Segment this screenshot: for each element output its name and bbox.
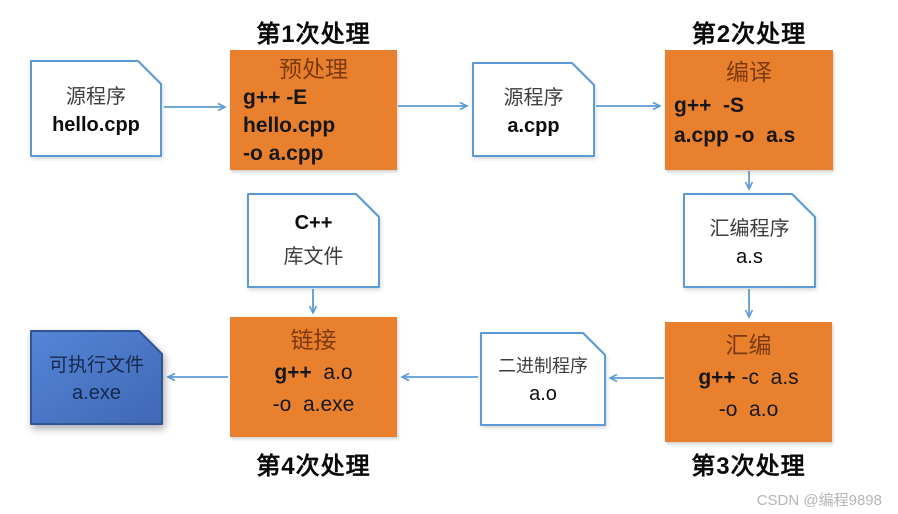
process-box-assemble: 汇编 g++ -c a.s -o a.o [665, 322, 832, 442]
doc-assembly-as: 汇编程序 a.s [683, 193, 816, 288]
compile-cmd-line: g++ -S [674, 94, 745, 117]
doc-binary-ao: 二进制程序 a.o [480, 332, 606, 426]
step2-label: 第2次处理 [691, 21, 807, 48]
link-cmd-line: g++ a.o [274, 361, 353, 384]
assemble-title: 汇编 [725, 332, 772, 358]
process-box-link: 链接 g++ a.o -o a.exe [230, 317, 397, 437]
document-shape [30, 60, 162, 157]
preprocess-title: 预处理 [279, 56, 348, 82]
process-box-compile: 编译 g++ -S a.cpp -o a.s [665, 50, 833, 170]
doc-label: 库文件 [283, 246, 344, 268]
link-title: 链接 [290, 327, 337, 353]
assemble-cmd-line: g++ -c a.s [698, 366, 799, 389]
doc-label: 源程序 [66, 86, 126, 108]
doc-filename: hello.cpp [52, 114, 140, 136]
document-shape [247, 193, 380, 288]
doc-label: 源程序 [503, 87, 564, 109]
assemble-cmd-line: -o a.o [718, 398, 779, 421]
doc-filename: a.o [529, 383, 557, 405]
doc-filename: a.cpp [507, 115, 560, 137]
doc-executable-exe: 可执行文件 a.exe [30, 330, 163, 425]
preprocess-cmd-line: g++ -E [243, 86, 308, 109]
preprocess-cmd-line: -o a.cpp [243, 142, 324, 165]
document-shape [683, 193, 816, 288]
csdn-watermark: CSDN @编程9898 [756, 492, 882, 509]
document-shape [472, 62, 595, 157]
step1-label: 第1次处理 [256, 21, 371, 48]
doc-source-acpp: 源程序 a.cpp [472, 62, 595, 157]
document-shape [480, 332, 606, 426]
doc-label: 可执行文件 [48, 355, 144, 376]
doc-label: 汇编程序 [709, 218, 790, 240]
doc-filename: a.s [736, 246, 763, 268]
step4-label: 第4次处理 [256, 453, 371, 480]
process-box-preprocess: 预处理 g++ -E hello.cpp -o a.cpp [230, 50, 397, 170]
compile-cmd-line: a.cpp -o a.s [674, 124, 796, 147]
link-cmd-line: -o a.exe [272, 393, 355, 416]
doc-label: C++ [294, 212, 333, 234]
compile-title: 编译 [726, 59, 772, 85]
doc-source-hello: 源程序 hello.cpp [30, 60, 162, 157]
step3-label: 第3次处理 [691, 453, 806, 480]
doc-filename: a.exe [72, 382, 121, 404]
doc-cpp-library: C++ 库文件 [247, 193, 380, 288]
document-shape [30, 330, 163, 425]
preprocess-cmd-line: hello.cpp [243, 114, 336, 137]
doc-label: 二进制程序 [498, 356, 588, 376]
